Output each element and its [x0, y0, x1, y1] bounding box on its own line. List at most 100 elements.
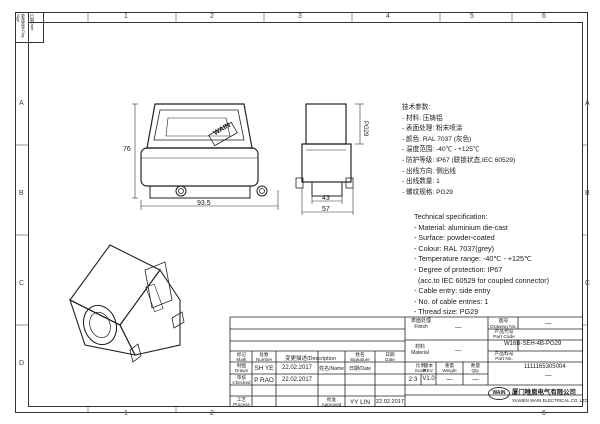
rev-value: V1.0	[422, 376, 435, 382]
qty-label-en: Qty.	[471, 368, 480, 373]
rev-header-mark: 标记 Mark	[231, 352, 252, 362]
corner-label-c: 日期	[30, 14, 35, 22]
approved-label-en: Approved	[321, 402, 342, 407]
weight-label-en: Weight	[442, 368, 457, 373]
drawing-no-label-cn: 图号	[498, 319, 509, 324]
spec-en-line: - Surface: powder-coated	[414, 233, 495, 243]
spec-cn-line: - 颜色: RAL 7037 (灰色)	[402, 135, 472, 143]
drawing-no-label-en: Drawing No.	[490, 324, 517, 330]
drawn-date: 22.02.2017	[281, 365, 313, 371]
rev-header-mark-cn: 标记	[236, 352, 247, 357]
rev-header-date-cn: 日期	[385, 352, 395, 357]
material-value: —	[455, 347, 462, 354]
company-name-en: XIAMEN WAIN ELECTRICAL CO.,LTD.	[512, 398, 589, 403]
drawing-no-label: 图号 Drawing No.	[490, 319, 517, 330]
material-label: 材料 Material	[407, 344, 433, 356]
finish-value: —	[455, 324, 462, 331]
rev-header-number-en: Number	[255, 357, 273, 362]
iso-view	[69, 244, 185, 363]
rev-header-signature-en: Signature	[350, 357, 370, 362]
spec-cn-line: - 温度范围: -40℃ - +125℃	[402, 146, 480, 154]
material-label-en: Material	[411, 349, 429, 356]
spec-cn-line: - 出线方向: 侧出线	[402, 167, 456, 175]
finish-label-en: Finish	[414, 323, 428, 330]
approved-label-cn: 批准	[326, 397, 337, 402]
rev-header-signature-cn: 姓名	[355, 352, 365, 357]
spec-cn-line: - 材料: 压铸铝	[402, 114, 443, 122]
checked-date: 22.02.2017	[281, 377, 313, 383]
rev-header-mark-en: Mark	[236, 357, 247, 362]
corner-label-b: Chg Sign	[16, 14, 26, 38]
part-no-label-en: Part No.	[495, 357, 513, 363]
part-no-value: 1111165305004	[524, 364, 566, 370]
part-no-dash: —	[545, 372, 552, 379]
name-header-en: Name	[330, 366, 344, 372]
finish-label-cn: 表面处理	[410, 318, 431, 324]
weight-label-cn: 重量	[444, 363, 455, 368]
corner-label-a: 更改签字	[21, 14, 26, 30]
weight-label: 重量 Weight	[436, 363, 463, 373]
zone-bottom-6: 6	[542, 410, 546, 417]
spec-en-line: - Temperature range: -40℃ - +125℃	[414, 254, 533, 264]
dim-side-inner: 43	[322, 195, 330, 202]
material-label-cn: 材料	[414, 344, 425, 350]
spec-cn-title: 技术参数:	[402, 104, 431, 111]
front-view	[140, 103, 268, 199]
company-name-cn: 厦门唯恩电气有限公司	[512, 389, 576, 396]
zone-top-6: 6	[542, 13, 546, 20]
rev-header-date-en: Date	[385, 357, 395, 362]
dim-side-height: PG29	[362, 121, 368, 137]
drawn-name: SH YE	[254, 365, 274, 372]
approved-name: YY LIN	[349, 399, 371, 406]
checked-name: P RAO	[254, 377, 274, 384]
date-header-en: Date	[360, 366, 371, 372]
part-code-label-cn: 产品代号	[494, 330, 514, 335]
zone-bottom-1: 1	[124, 410, 128, 417]
rev-label: 版本 REV.	[421, 363, 436, 373]
zone-side-c-right: C	[585, 280, 591, 287]
part-no-label-cn: 产品料号	[494, 352, 514, 357]
dim-side-outer: 57	[322, 206, 330, 213]
dim-height: 76	[123, 146, 131, 153]
corner-sign-box: 更改签字Chg Sign	[15, 12, 29, 43]
zone-side-b-right: B	[585, 190, 590, 197]
spec-cn-line: - 表面处理: 粉末喷涂	[402, 125, 463, 133]
spec-en-line: - Thread size: PG29	[414, 307, 479, 317]
spec-en-line: - Material: aluminium die-cast	[414, 222, 508, 232]
process-label-en: Process	[233, 402, 250, 407]
dim-width: 93.5	[197, 200, 211, 207]
zone-side-d: D	[19, 360, 25, 367]
checked-label-cn: 审核	[236, 375, 247, 380]
approved-label: 批准 Approved	[318, 397, 345, 407]
part-no-label: 产品料号 Part No.	[490, 352, 518, 363]
drawn-label-en: Drawn	[234, 368, 249, 373]
name-header-cn: 姓名	[319, 366, 330, 372]
zone-bottom-2: 2	[210, 410, 214, 417]
corner-date-label: 日期Date	[30, 14, 35, 30]
rev-header-number-cn: 处数	[259, 352, 269, 357]
spec-en-title: Technical specification:	[414, 212, 488, 221]
spec-en: Technical specification: - Material: alu…	[414, 212, 549, 318]
zone-side-c: C	[19, 280, 25, 287]
zone-side-a-right: A	[585, 100, 590, 107]
corner-label-d: Date	[30, 22, 35, 31]
spec-cn-line: - 螺纹规格: PG29	[402, 188, 453, 196]
inner-frame	[28, 22, 583, 407]
finish-label: 表面处理 Finish	[407, 318, 435, 330]
corner-date-box: 日期Date	[28, 12, 44, 43]
spec-en-line: - Cable entry: side entry	[414, 286, 491, 296]
drawn-label-cn: 制图	[236, 363, 247, 368]
checked-label-en: Checked	[232, 380, 251, 385]
qty-label-cn: 数量	[470, 363, 481, 368]
date-header-cn: 日期	[349, 366, 360, 372]
drawing-no-value: —	[545, 320, 552, 327]
outer-frame	[15, 12, 588, 413]
rev-header-signature: 姓名 Signature	[345, 352, 375, 362]
rev-header-number: 处数 Number	[252, 352, 276, 362]
spec-en-line: - Degree of protection: IP67	[414, 264, 503, 274]
spec-cn: 技术参数: - 材料: 压铸铝 - 表面处理: 粉末喷涂 - 颜色: RAL 7…	[402, 103, 515, 198]
zone-side-b: B	[19, 190, 24, 197]
weight-value: —	[446, 376, 453, 383]
zone-top-5: 5	[470, 13, 474, 20]
